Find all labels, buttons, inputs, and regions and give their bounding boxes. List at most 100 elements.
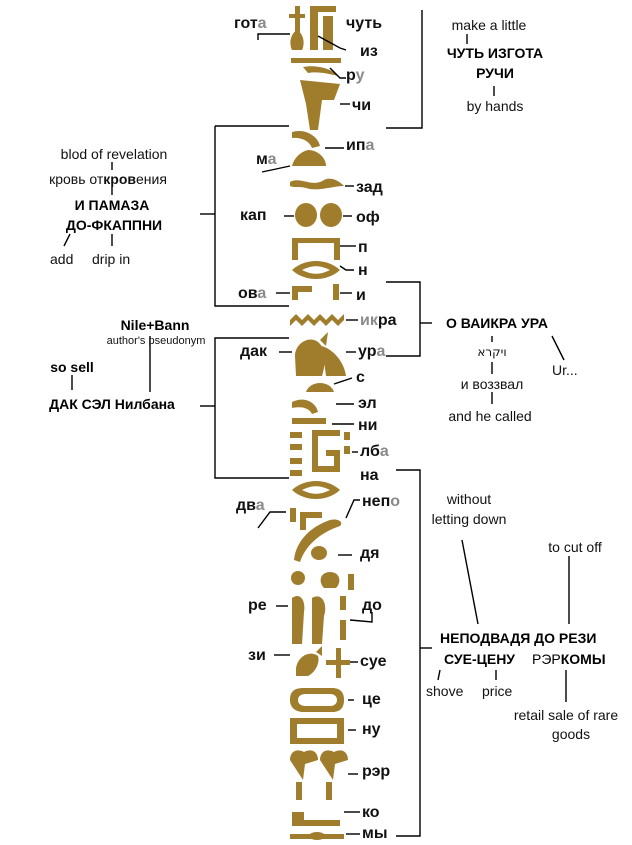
pointer-s [333,377,353,385]
syllable-n: н [358,262,368,279]
glyph-my-knot [309,832,325,840]
link-shove [437,669,441,681]
group5-russian-line2a: СУЕ-ЦЕНУ [444,651,516,667]
connector-lines [63,10,570,837]
group4-russian: ДАК СЭЛ Нилбана [49,396,175,412]
pointer-ru [329,67,346,79]
syllable-do: до [362,597,382,614]
pointer-ma [261,165,291,173]
glyph-pole [295,6,300,34]
glyph-courtyard [292,286,312,300]
glyph-block-b [290,444,302,450]
group4-name: Nile+Bann [120,317,190,333]
glyph-dash-dya [348,574,354,590]
glyph-mound [292,150,326,166]
syllable-dva: два [236,497,265,514]
group5-english-shove: shove [426,683,464,699]
glyph-block-c [290,458,302,464]
glyph-rope-loop [290,688,344,712]
syllable-chi: чи [352,97,372,114]
glyph-corner [300,512,322,530]
glyph-hand [300,80,340,130]
syllable-kap: кап [240,207,267,224]
syllable-ni: ни [358,417,378,434]
syllable-lba: лба [360,443,389,460]
glyph-feather-left [292,595,305,644]
syllable-s: с [356,369,365,386]
bracket-group3 [386,281,421,357]
glyph-cobra-neck [294,519,342,562]
group5-english-line1: without [446,491,492,507]
group3-hebrew: ויקרא [477,345,507,359]
syllable-zi: зи [248,647,266,664]
glyph-bird-beak [320,332,328,346]
syllable-nepo: непо [362,493,401,510]
pointer-do [349,612,373,623]
glyph-vulture [296,653,319,676]
syllable-my: мы [362,825,388,842]
glyph-bird-body [295,339,325,376]
group5-english-retail-line2: goods [551,726,591,742]
glyph-lotus-right [320,750,348,780]
glyph-pillar-left [292,238,298,260]
pointer-nepo [345,499,360,519]
glyph-pot [290,30,304,50]
glyph-block-d [290,470,302,476]
syllable-iz: из [360,43,378,60]
group5-english-line2: letting down [431,511,507,527]
group5-russian-line2b: РЭРКОМЫ [532,651,606,667]
glyph-jar-right [320,572,340,588]
glyph-hook-el [292,399,318,414]
group2-english-top: blod of revelation [60,146,168,162]
glyph-stem-left [296,782,302,800]
glyph-half-loaf [306,383,334,392]
syllable-ru: ру [346,67,365,84]
syllable-ura: ура [358,343,386,360]
group2-russian-gloss: кровь откровения [49,171,167,187]
group2-russian-line1: И ПАМАЗА [74,197,150,213]
group3-side-ur: Ur... [552,362,578,378]
pointer-iz [317,35,347,51]
group2-russian-line2: ДО-ФКАППНИ [65,217,163,233]
group4-name-note: author's pseudonym [106,335,206,347]
link-without-letting [461,539,479,625]
syllable-p: п [358,239,368,256]
glyph-lotus-left [290,750,318,780]
syllable-tse: це [362,691,381,708]
hieroglyph-column [289,6,354,840]
group2-english-add: add [50,251,74,267]
glyph-bird-tail [322,346,346,376]
syllable-re: ре [248,597,267,614]
syllable-ikra: икра [360,312,397,329]
group5-russian-line1: НЕПОДВАДЯ ДО РЕЗИ [440,630,597,646]
group3-english: and he called [448,408,532,424]
group1-english-top: make a little [451,17,527,33]
glyph-hook-ipa [292,130,320,148]
glyph-dash-do-a [340,596,346,610]
group5-english-cut: to cut off [548,539,602,555]
glyph-arm-upper [310,6,336,50]
syllable-ma: ма [256,151,277,168]
glyph-frame-top [292,238,340,243]
glyph-dash-b [344,446,350,454]
glyph-pillar-right [334,238,340,260]
syllable-dak: дак [240,343,268,360]
syllable-ipa: ипа [346,137,375,154]
syllable-na: на [360,467,379,484]
syllable-ko: ко [362,804,380,821]
syllable-gota: гота [234,15,267,32]
group1-english-bottom: by hands [466,98,524,114]
glyph-horned-viper-head [320,203,342,227]
syllable-el: эл [358,395,377,412]
glyph-hand-ball [295,203,317,227]
glyph-arm-inner [323,16,333,50]
syllable-dya: дя [360,545,380,562]
glyph-jar-dya [311,546,327,560]
glyph-cross-horizontal [326,660,350,665]
syllable-rer: рэр [362,763,391,780]
bracket-group4 [214,337,289,479]
glyph-reed-stroke [333,284,339,300]
glyph-bar-ni [292,418,326,424]
glyph-cartouche [290,718,344,744]
